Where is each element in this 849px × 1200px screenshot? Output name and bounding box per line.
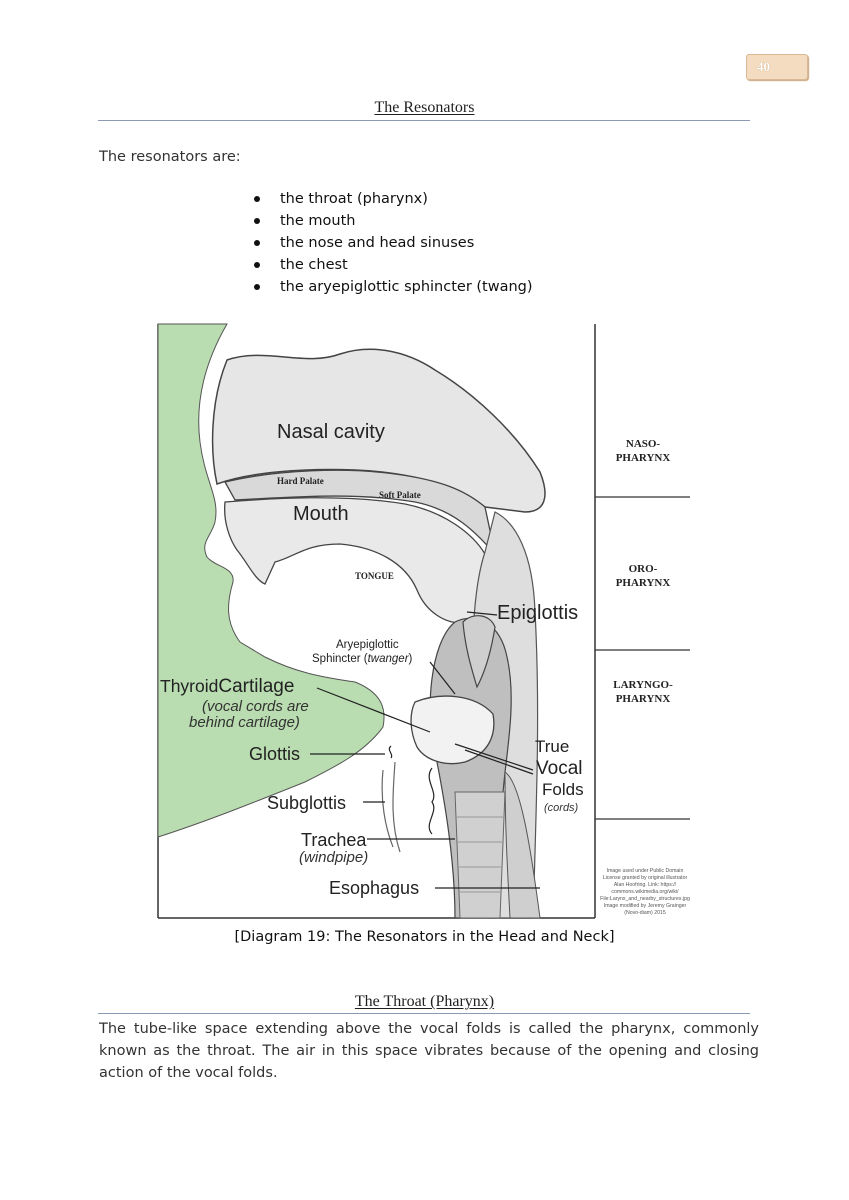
intro-text: The resonators are: (99, 149, 241, 165)
leader-vocal-folds (464, 749, 534, 775)
credit-line: commons.wikimedia.org/wiki/ (611, 889, 679, 895)
label-soft-palate: Soft Palate (379, 490, 421, 500)
trachea-shape (454, 791, 506, 919)
credit-line: Alan Hoofring. Link: https:// (614, 882, 677, 888)
page-number-badge: 40 (746, 54, 808, 80)
leader-epiglottis (466, 611, 498, 616)
credit-line: Image used under Public Domain (607, 868, 684, 874)
epiglottis-shape (462, 615, 496, 689)
bullet-icon (254, 240, 260, 246)
region-naso-2: PHARYNX (616, 452, 671, 464)
label-thyroid-note-2: behind cartilage) (189, 714, 300, 731)
region-oro-2: PHARYNX (616, 577, 671, 589)
face-profile-shape (157, 323, 385, 838)
subsection-title: The Throat (Pharynx) (354, 993, 495, 1010)
credit-line: Image modified by Jeremy Grainger (604, 903, 687, 909)
mouth-tongue-shape (224, 497, 491, 624)
label-windpipe: (windpipe) (299, 849, 368, 866)
label-true: True (535, 737, 569, 756)
region-naso-1: NASO- (626, 438, 661, 450)
label-glottis: Glottis (249, 744, 300, 764)
credit-line: File:Larynx_and_nearby_structures.jpg (600, 896, 690, 902)
image-credit: Image used under Public Domain License g… (600, 868, 690, 916)
list-item: the nose and head sinuses (252, 232, 533, 254)
esophagus-shape (504, 771, 541, 919)
label-aryepiglottic: Aryepiglottic (336, 639, 399, 651)
label-thyroid-cartilage: ThyroidCartilage (160, 676, 294, 697)
label-hard-palate: Hard Palate (277, 476, 324, 486)
glottis-brace (388, 745, 393, 759)
neck-front-line (381, 769, 394, 848)
section-title: The Resonators (374, 99, 475, 116)
region-laryngo-1: LARYNGO- (613, 679, 673, 691)
subsection-title-rule (98, 1013, 750, 1014)
label-vocal: Vocal (536, 758, 582, 779)
label-folds: Folds (542, 780, 584, 799)
label-subglottis: Subglottis (267, 793, 346, 813)
region-oro-1: ORO- (629, 563, 658, 575)
label-mouth: Mouth (293, 503, 349, 525)
label-esophagus: Esophagus (329, 878, 419, 898)
page-number: 40 (757, 59, 770, 74)
pharynx-paragraph: The tube-like space extending above the … (99, 1021, 759, 1081)
leader-vocal-folds (454, 743, 534, 771)
label-trachea: Trachea (301, 830, 367, 850)
credit-line: License granted by original illustrator (603, 875, 688, 881)
subglottis-brace (428, 767, 435, 835)
list-item: the chest (252, 254, 533, 276)
neck-front-line (392, 761, 401, 853)
bullet-icon (254, 196, 260, 202)
leader-thyroid (316, 687, 431, 733)
region-laryngo-2: PHARYNX (616, 693, 671, 705)
head-neck-diagram: Nasal cavity Hard Palate Soft Palate Mou… (157, 323, 690, 919)
thyroid-cartilage-shape (410, 695, 495, 765)
resonator-list: the throat (pharynx) the mouth the nose … (252, 188, 533, 298)
diagram-caption: [Diagram 19: The Resonators in the Head … (234, 929, 615, 945)
bullet-icon (254, 262, 260, 268)
list-item: the mouth (252, 210, 533, 232)
leader-aryepiglottic (429, 661, 456, 695)
bullet-icon (254, 218, 260, 224)
section-title-rule (98, 120, 750, 121)
label-tongue: TONGUE (355, 571, 394, 581)
label-thyroid-note-1: (vocal cords are (202, 698, 309, 715)
list-item: the throat (pharynx) (252, 188, 533, 210)
bullet-icon (254, 284, 260, 290)
leader-lines (310, 611, 540, 889)
credit-line: (Novo-diam) 2015 (624, 910, 666, 916)
label-sphincter: Sphincter (twanger) (312, 653, 413, 665)
label-cords: (cords) (544, 802, 579, 814)
list-item: the aryepiglottic sphincter (twang) (252, 276, 533, 298)
label-epiglottis: Epiglottis (497, 602, 578, 624)
label-nasal-cavity: Nasal cavity (277, 421, 385, 443)
